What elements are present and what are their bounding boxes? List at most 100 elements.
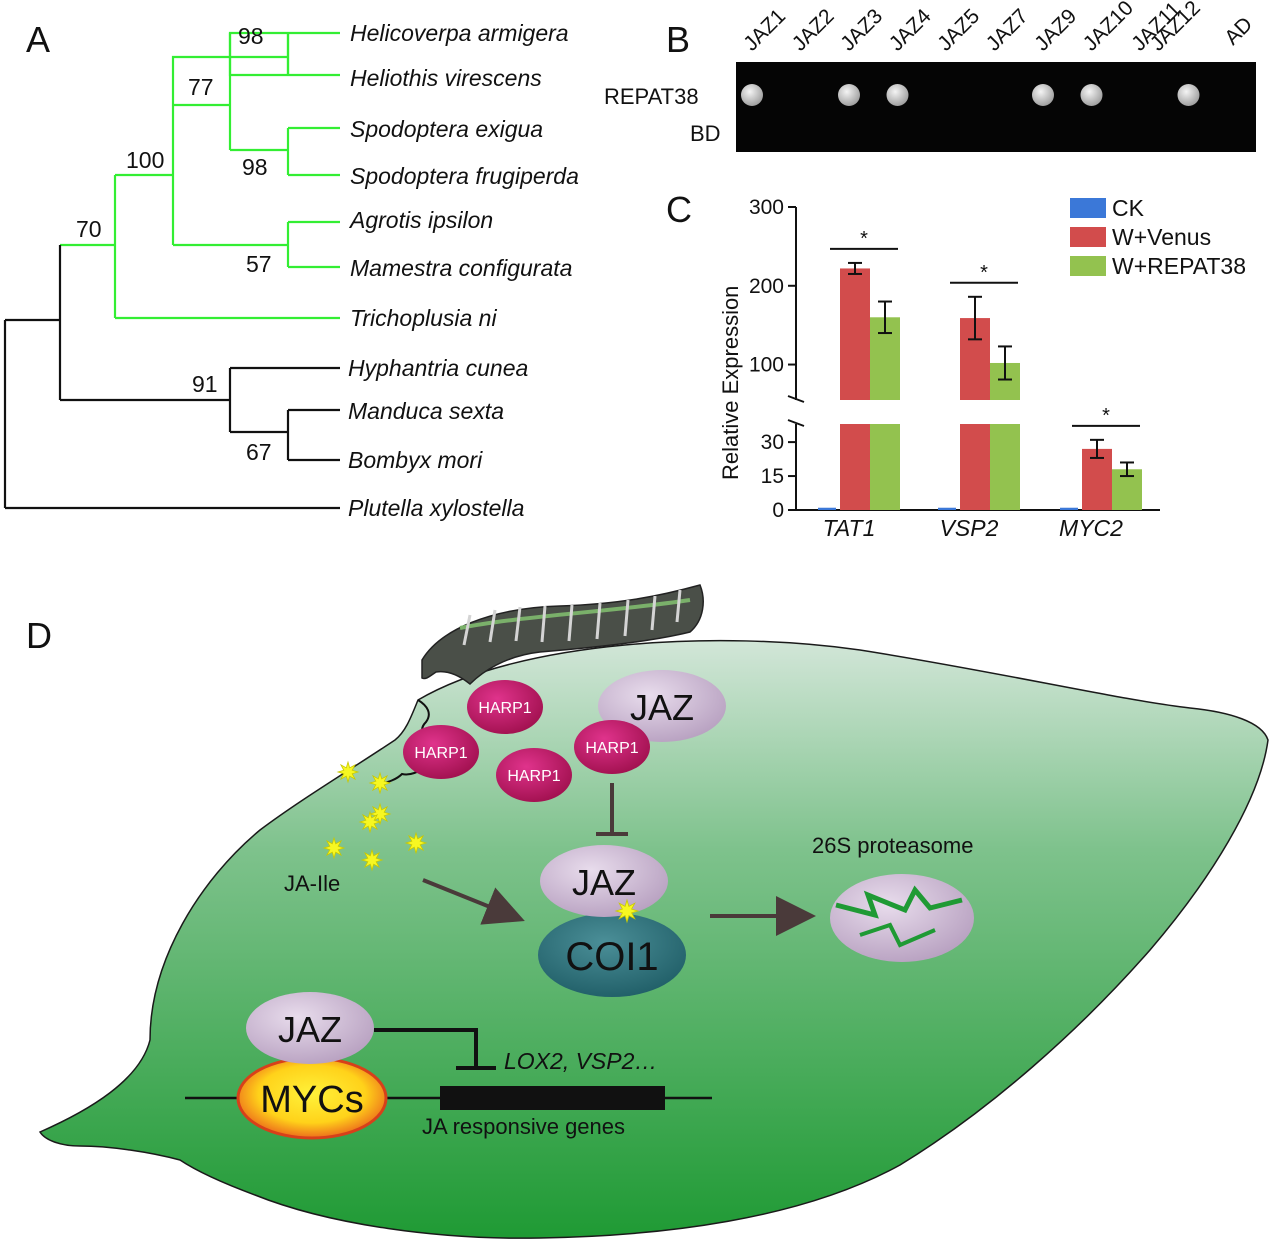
y2h-colony — [741, 84, 763, 106]
caterpillar-icon — [421, 584, 704, 686]
y2h-column-label: JAZ9 — [1030, 5, 1081, 56]
bootstrap-label: 67 — [246, 439, 272, 465]
jaz-label: JAZ — [572, 862, 636, 903]
species-label: Heliothis virescens — [350, 65, 542, 91]
species-label: Trichoplusia ni — [350, 305, 497, 331]
target-genes-label: LOX2, VSP2… — [504, 1048, 657, 1074]
bootstrap-label: 70 — [76, 216, 102, 242]
coi1-protein: COI1 — [538, 913, 686, 997]
inhibition-bar — [596, 783, 628, 836]
harp1-molecule: HARP1 — [403, 725, 479, 779]
y2h-column-label: JAZ5 — [933, 5, 984, 56]
bar — [870, 424, 900, 510]
x-tick-label: MYC2 — [1059, 515, 1123, 541]
significance-marker: * — [860, 228, 868, 250]
mycs-protein: MYCs — [236, 1056, 388, 1140]
species-label: Helicoverpa armigera — [350, 20, 569, 46]
bootstrap-label: 98 — [238, 23, 264, 49]
legend-swatch — [1070, 256, 1106, 276]
harp1-label: HARP1 — [507, 768, 560, 785]
x-tick-label: VSP2 — [940, 515, 999, 541]
species-label: Spodoptera frugiperda — [350, 163, 579, 189]
chart-bars: *TAT1*VSP2*MYC2 — [818, 228, 1142, 541]
species-label: Spodoptera exigua — [350, 116, 543, 142]
legend-swatch — [1070, 198, 1106, 218]
panel-b-label: B — [666, 19, 690, 60]
significance-marker: * — [1102, 405, 1110, 427]
coi1-label: COI1 — [565, 935, 658, 979]
tree-branches-default — [3, 245, 340, 510]
harp1-label: HARP1 — [414, 745, 467, 762]
y2h-column-label: JAZ3 — [836, 5, 887, 56]
bootstrap-label: 100 — [126, 147, 164, 173]
axis-break — [787, 395, 805, 403]
gene-box — [440, 1086, 665, 1110]
mycs-label: MYCs — [260, 1079, 363, 1121]
arrow — [422, 878, 525, 925]
bar — [1082, 448, 1112, 510]
panel-a: A 98 — [3, 19, 579, 521]
ja-ile-molecules — [322, 760, 428, 872]
y2h-column-label: JAZ7 — [982, 5, 1033, 56]
ja-ile-star-icon — [368, 771, 392, 795]
y2h-colony — [1177, 84, 1200, 106]
y2h-column-label: JAZ2 — [788, 5, 839, 56]
y2h-colony — [886, 84, 909, 106]
panel-d-label: D — [26, 615, 52, 656]
species-labels: Helicoverpa armigera Heliothis virescens… — [348, 20, 579, 521]
y-axis-title: Relative Expression — [718, 286, 743, 480]
jaz-protein: JAZ — [246, 992, 374, 1064]
y2h-column-label: JAZ4 — [885, 4, 936, 55]
jaz-protein: JAZ — [540, 845, 668, 917]
repression-bar — [374, 1028, 496, 1070]
panel-a-label: A — [26, 19, 50, 60]
bar — [840, 424, 870, 510]
bootstrap-label: 57 — [246, 251, 272, 277]
bootstrap-label: 77 — [188, 74, 214, 100]
species-label: Hyphantria cunea — [348, 355, 528, 381]
y2h-colony — [1032, 84, 1054, 106]
ja-ile-star-icon — [322, 836, 346, 860]
harp1-label: HARP1 — [478, 700, 531, 717]
y2h-colonies — [741, 84, 1200, 106]
y2h-row-label: REPAT38 — [604, 84, 699, 109]
ja-ile-bound-icon — [614, 898, 640, 924]
bar — [840, 268, 870, 400]
species-label: Manduca sexta — [348, 398, 504, 424]
panel-c-label: C — [666, 189, 692, 230]
jaz-label: JAZ — [630, 687, 694, 728]
y-tick-label: 30 — [761, 431, 784, 454]
bar — [960, 424, 990, 510]
bootstrap-label: 98 — [242, 154, 268, 180]
y2h-column-label: JAZ10 — [1079, 0, 1138, 56]
bar — [1060, 507, 1078, 510]
harp1-molecule: HARP1 — [574, 720, 650, 774]
ja-ile-star-icon — [360, 848, 384, 872]
y-tick-label: 100 — [749, 354, 784, 377]
jaz-label: JAZ — [278, 1009, 342, 1050]
species-label: Plutella xylostella — [348, 495, 524, 521]
bar — [818, 507, 836, 510]
ja-ile-label: JA-Ile — [284, 871, 340, 896]
legend-label: W+REPAT38 — [1112, 253, 1246, 279]
y2h-column-labels: JAZ1JAZ2JAZ3JAZ4JAZ5JAZ7JAZ9JAZ10JAZ11JA… — [739, 0, 1257, 56]
y2h-plate — [736, 62, 1256, 152]
y2h-column-label: JAZ1 — [739, 5, 790, 56]
harp1-molecule: HARP1 — [467, 680, 543, 734]
ja-ile-star-icon — [358, 810, 382, 834]
significance-marker: * — [980, 262, 988, 284]
bootstrap-label: 91 — [192, 371, 218, 397]
y-tick-label: 15 — [761, 465, 784, 488]
ja-ile-star-icon — [614, 898, 640, 924]
bar — [938, 507, 956, 510]
species-label: Bombyx mori — [348, 447, 483, 473]
panel-d: D HARP1 HARP1 HARP1 — [26, 584, 1269, 1239]
legend-label: W+Venus — [1112, 224, 1211, 250]
y2h-colony — [1080, 84, 1103, 106]
y2h-column-label: AD — [1220, 13, 1257, 50]
legend-swatch — [1070, 227, 1106, 247]
